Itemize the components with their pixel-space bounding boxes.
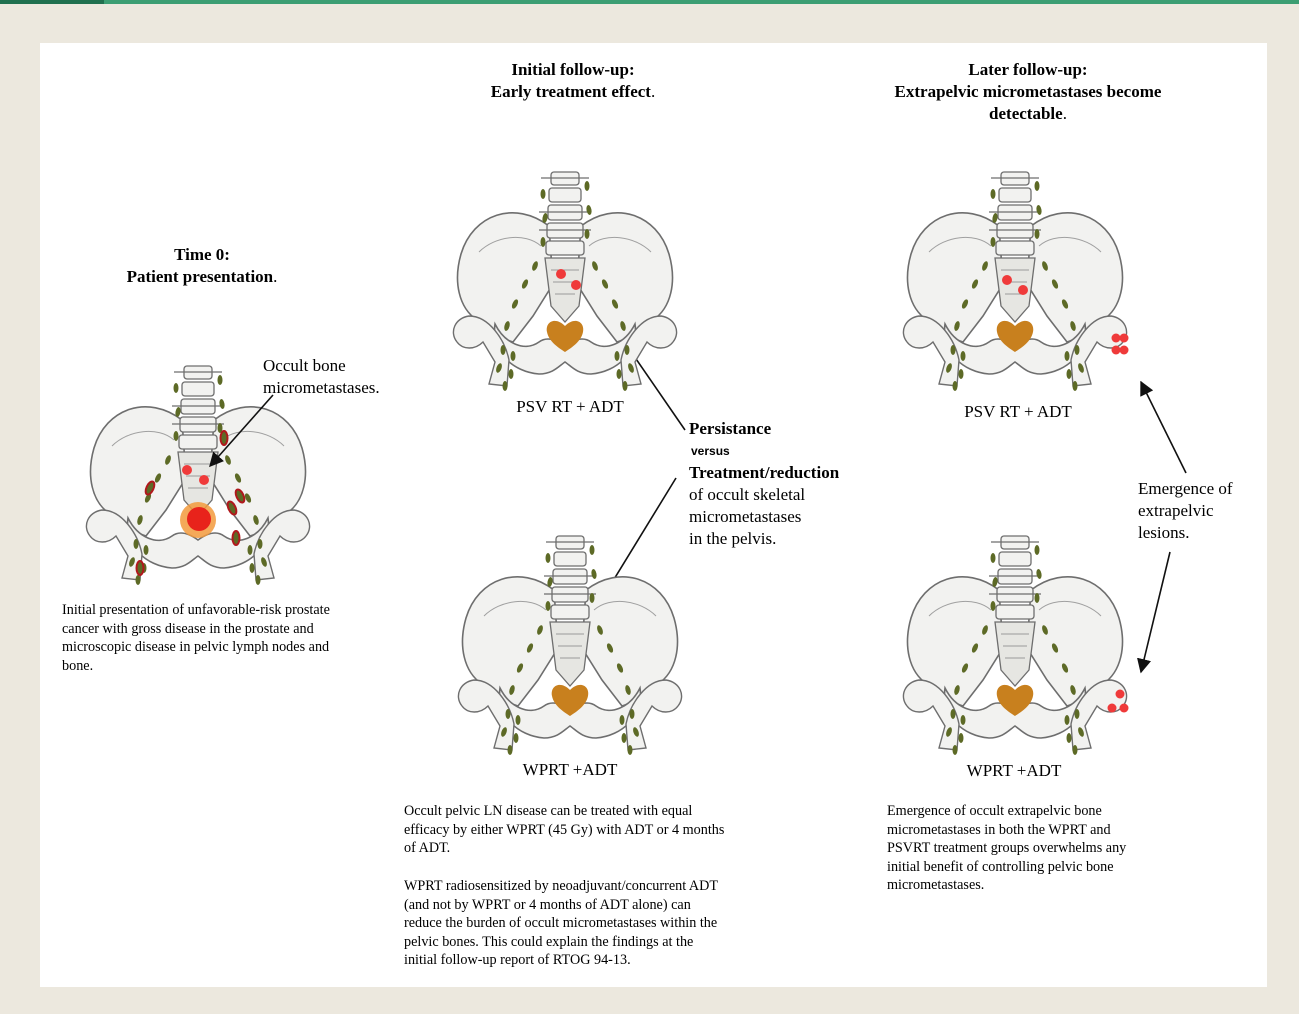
persistence-line6: in the pelvis.: [689, 528, 889, 550]
later-bottom-label: WPRT +ADT: [914, 761, 1114, 781]
persistence-line3: Treatment/reduction: [689, 462, 889, 484]
later-title-period: .: [1063, 104, 1067, 123]
bone-metastasis: [571, 280, 581, 290]
initial-note1: Occult pelvic LN disease can be treated …: [404, 802, 784, 858]
persistence-text: Persistance versus Treatment/reduction o…: [689, 418, 889, 550]
pelvis-time0: [88, 360, 308, 590]
top-accent-tab: [0, 0, 104, 4]
later-top-label: PSV RT + ADT: [918, 402, 1118, 422]
initial-title-period: .: [651, 82, 655, 101]
pelvis-initial-wprt: [460, 530, 680, 760]
initial-note2-line: reduce the burden of occult micrometasta…: [404, 914, 784, 933]
persistence-line5: micrometastases: [689, 506, 889, 528]
later-title-line3: detectable.: [858, 103, 1198, 125]
initial-title: Initial follow-up: Early treatment effec…: [443, 59, 703, 103]
bone-metastasis: [182, 465, 192, 475]
emergence-text: Emergence of extrapelvic lesions.: [1138, 478, 1258, 544]
time0-title: Time 0: Patient presentation.: [92, 244, 312, 288]
time0-note-line: bone.: [62, 657, 392, 676]
pelvis-later-psv: [905, 166, 1125, 396]
initial-bottom-label: WPRT +ADT: [470, 760, 670, 780]
emergence-line1: Emergence of: [1138, 478, 1258, 500]
persistence-line4: of occult skeletal: [689, 484, 889, 506]
later-note-line: micrometastases in both the WPRT and: [887, 821, 1217, 840]
later-note-line: micrometastases.: [887, 876, 1217, 895]
pelvis-initial-psv: [455, 166, 675, 396]
persistence-line1: Persistance: [689, 418, 889, 440]
initial-note1-line: Occult pelvic LN disease can be treated …: [404, 802, 784, 821]
time0-title-line2-text: Patient presentation: [127, 267, 274, 286]
initial-note1-line: efficacy by either WPRT (45 Gy) with ADT…: [404, 821, 784, 840]
initial-note2-line: pelvic bones. This could explain the fin…: [404, 933, 784, 952]
bone-metastasis: [1002, 275, 1012, 285]
time0-title-period: .: [273, 267, 277, 286]
later-title-line2: Extrapelvic micrometastases become: [858, 81, 1198, 103]
initial-note2-line: (and not by WPRT or 4 months of ADT alon…: [404, 896, 784, 915]
time0-note-line: cancer with gross disease in the prostat…: [62, 620, 392, 639]
time0-title-line1: Time 0:: [92, 244, 312, 266]
time0-note-line: Initial presentation of unfavorable-risk…: [62, 601, 392, 620]
bone-metastasis: [199, 475, 209, 485]
initial-note2-line: initial follow-up report of RTOG 94-13.: [404, 951, 784, 970]
prostate-tumor: [187, 507, 211, 531]
later-note: Emergence of occult extrapelvic bone mic…: [887, 802, 1217, 895]
later-note-line: PSVRT treatment groups overwhelms any: [887, 839, 1217, 858]
later-title-line3-text: detectable: [989, 104, 1063, 123]
later-note-line: initial benefit of controlling pelvic bo…: [887, 858, 1217, 877]
time0-title-line2: Patient presentation.: [92, 266, 312, 288]
initial-note2: WPRT radiosensitized by neoadjuvant/conc…: [404, 877, 784, 970]
initial-top-label: PSV RT + ADT: [470, 397, 670, 417]
initial-title-line1: Initial follow-up:: [443, 59, 703, 81]
emergence-line3: lesions.: [1138, 522, 1258, 544]
time0-note-line: microscopic disease in pelvic lymph node…: [62, 638, 392, 657]
bone-metastasis: [1018, 285, 1028, 295]
time0-note: Initial presentation of unfavorable-risk…: [62, 601, 392, 675]
later-title: Later follow-up: Extrapelvic micrometast…: [858, 59, 1198, 125]
later-title-line1: Later follow-up:: [858, 59, 1198, 81]
persistence-versus: versus: [689, 440, 889, 462]
top-accent-bar: [0, 0, 1299, 4]
later-note-line: Emergence of occult extrapelvic bone: [887, 802, 1217, 821]
initial-title-line2: Early treatment effect.: [443, 81, 703, 103]
initial-note2-line: WPRT radiosensitized by neoadjuvant/conc…: [404, 877, 784, 896]
emergence-line2: extrapelvic: [1138, 500, 1258, 522]
pelvis-later-wprt: [905, 530, 1125, 760]
bone-metastasis: [556, 269, 566, 279]
initial-title-line2-text: Early treatment effect: [491, 82, 651, 101]
initial-note1-line: of ADT.: [404, 839, 784, 858]
